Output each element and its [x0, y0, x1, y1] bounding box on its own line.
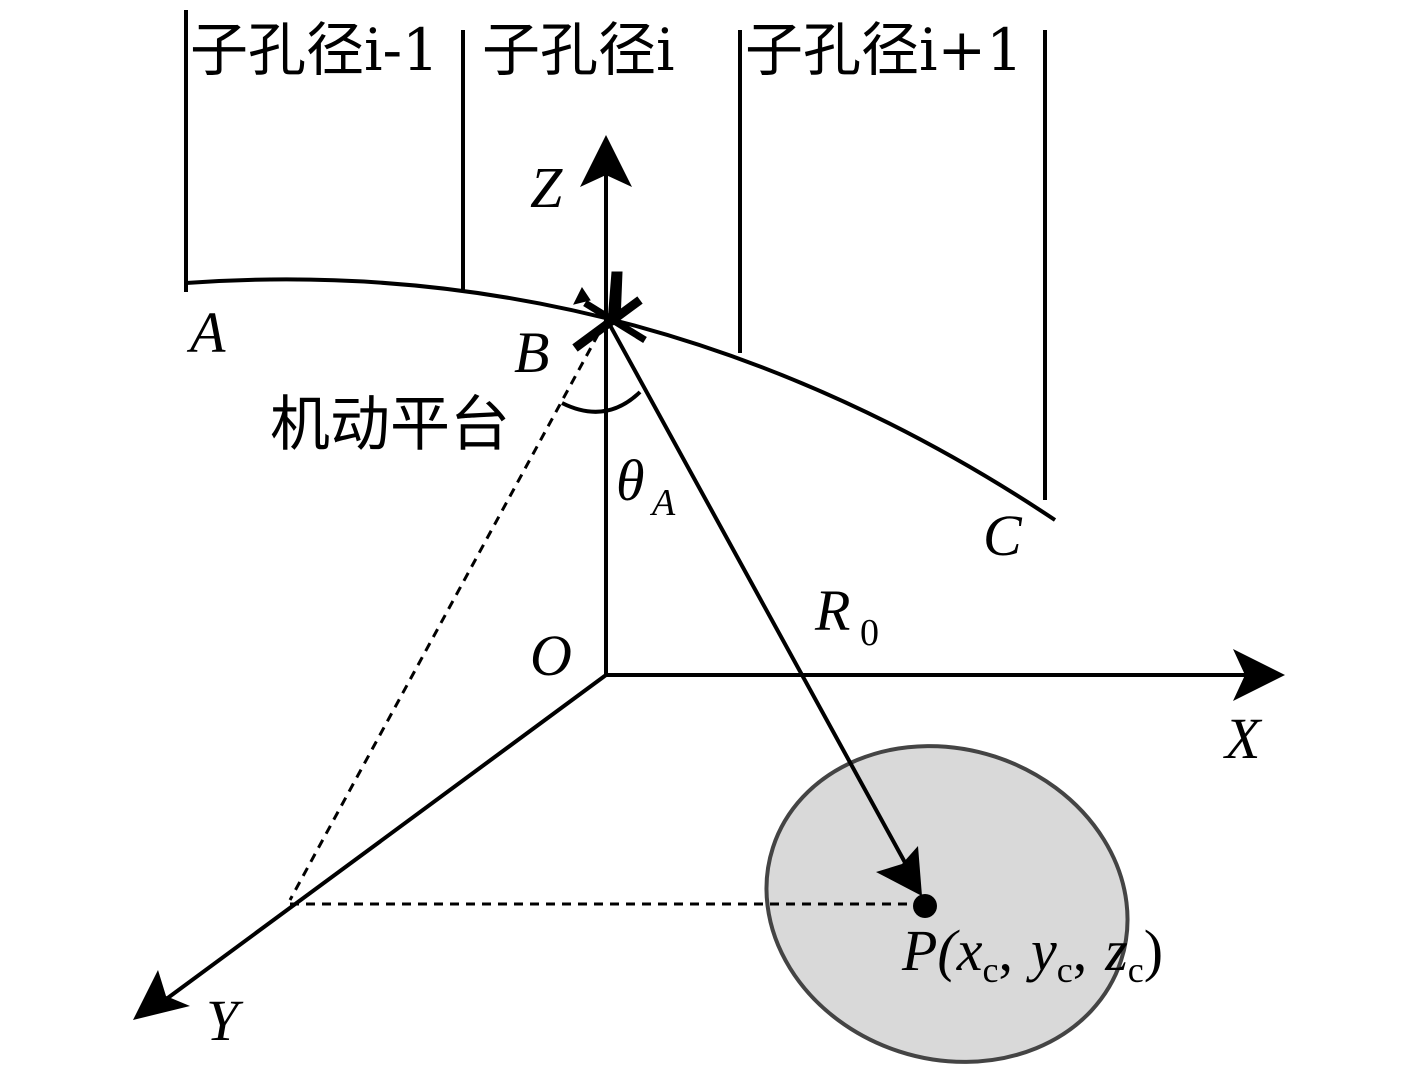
svg-text:P(xc,yc,zc): P(xc,yc,zc) — [901, 918, 1163, 990]
target-p-text: P( — [901, 918, 960, 983]
illuminated-scene-ellipse — [764, 744, 1130, 1064]
target-z-sub: c — [1128, 950, 1144, 990]
target-z-text: z — [1104, 918, 1128, 983]
slant-range-arrowhead — [876, 846, 922, 896]
aircraft-icon — [572, 271, 647, 352]
target-x-sub: c — [983, 950, 999, 990]
flight-trajectory — [185, 277, 1057, 522]
comma-1: , — [998, 918, 1013, 983]
z-axis-arrowhead — [580, 135, 632, 187]
platform-projection-line — [288, 319, 608, 901]
target-x-text: x — [956, 918, 983, 983]
target-coordinate-label: P(xc,yc,zc) — [901, 918, 1163, 990]
look-angle-subscript: A — [649, 482, 676, 524]
z-axis-label: Z — [530, 155, 563, 220]
subaperture-next-label: 子孔径i+1 — [745, 16, 1023, 84]
y-axis-arrowhead — [133, 970, 190, 1020]
point-a-label: A — [186, 300, 226, 365]
point-b-label: B — [514, 320, 549, 385]
target-y-text: y — [1026, 918, 1057, 983]
range-label: R — [814, 578, 850, 643]
slant-range-line — [604, 317, 910, 869]
close-paren: ) — [1144, 918, 1163, 983]
comma-2: , — [1073, 918, 1088, 983]
look-angle-label: θ — [616, 448, 645, 513]
y-axis-label: Y — [206, 988, 244, 1053]
subaperture-current-label: 子孔径i — [482, 16, 675, 84]
x-axis-label: X — [1223, 706, 1263, 771]
x-axis-arrowhead — [1233, 649, 1285, 701]
origin-label: O — [530, 623, 572, 688]
target-y-sub: c — [1057, 950, 1073, 990]
look-angle-arc — [561, 390, 642, 414]
point-c-label: C — [983, 503, 1023, 568]
y-axis — [163, 673, 608, 1002]
range-subscript: 0 — [860, 612, 879, 654]
target-point — [913, 894, 937, 918]
subaperture-prev-label: 子孔径i-1 — [190, 16, 439, 84]
platform-label: 机动平台 — [270, 390, 510, 460]
